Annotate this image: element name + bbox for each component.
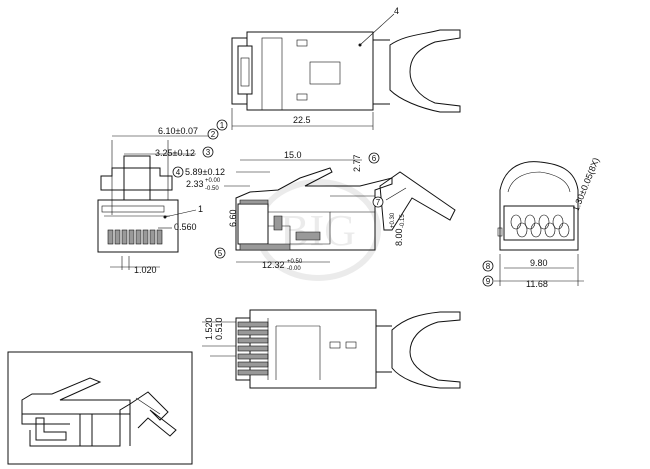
callout-1: 1 (220, 121, 225, 130)
side-section-view: 15.0 2.77 6 4 5.89±0.12 2.33 +0.00 -0.50… (172, 150, 456, 272)
label-1: 1 (198, 204, 203, 214)
dim-800: 8.00 (394, 228, 404, 246)
dim-1168: 11.68 (526, 279, 548, 289)
dim-1232-tol-up: +0.50 (287, 259, 303, 265)
callout-8: 8 (486, 262, 491, 271)
bottom-view: 1.520 0.510 (202, 309, 461, 389)
dim-800-tol-dn: -0.15 (400, 214, 406, 228)
callout-7: 7 (376, 198, 381, 207)
perspective-sketch (7, 351, 193, 465)
callout-6: 6 (372, 154, 377, 163)
dim-0510: 0.510 (214, 317, 224, 340)
wire-holes (510, 214, 570, 238)
dim-1520: 1.520 (204, 317, 214, 340)
dim-1232: 12.32 (262, 260, 285, 270)
dim-233-tol-up: +0.00 (205, 178, 221, 184)
dim-1232-tol-dn: -0.00 (287, 266, 301, 272)
rear-view: 1.30±0.05(8X) 9.80 11.68 8 9 (482, 156, 602, 289)
dim-width-front: 6.10±0.07 (158, 126, 198, 136)
dim-233-tol-dn: -0.50 (205, 186, 219, 192)
callout-2: 2 (211, 130, 216, 139)
dim-800-tol-up: +0.30 (390, 212, 396, 228)
dim-233: 2.33 (186, 179, 204, 189)
top-view: 4 22.5 1 (216, 6, 461, 131)
contact-pins (107, 229, 163, 245)
dim-980: 9.80 (530, 258, 548, 268)
dim-height-277: 2.77 (352, 154, 362, 172)
dim-pitch: 1.020 (134, 265, 157, 275)
callout-5: 5 (218, 249, 223, 258)
dim-660: 6.60 (228, 209, 238, 227)
dim-length-15: 15.0 (284, 150, 302, 160)
bottom-contacts (237, 321, 269, 376)
callout-4: 4 (176, 168, 181, 177)
watermark: BIG (255, 179, 381, 281)
callout-3: 3 (206, 148, 211, 157)
dim-130: 1.30±0.05(8X) (571, 156, 602, 213)
dim-contact-gap: 0.560 (174, 222, 197, 232)
svg-text:BIG: BIG (280, 206, 356, 255)
dim-589: 5.89±0.12 (185, 167, 225, 177)
dim-overall-length: 22.5 (293, 115, 311, 125)
callout-9: 9 (486, 277, 491, 286)
label-4: 4 (394, 6, 399, 16)
dim-key-width: 3.25±0.12 (155, 148, 195, 158)
front-view: 6.10±0.07 2 3.25±0.12 3 1 0.560 1 (97, 126, 219, 275)
